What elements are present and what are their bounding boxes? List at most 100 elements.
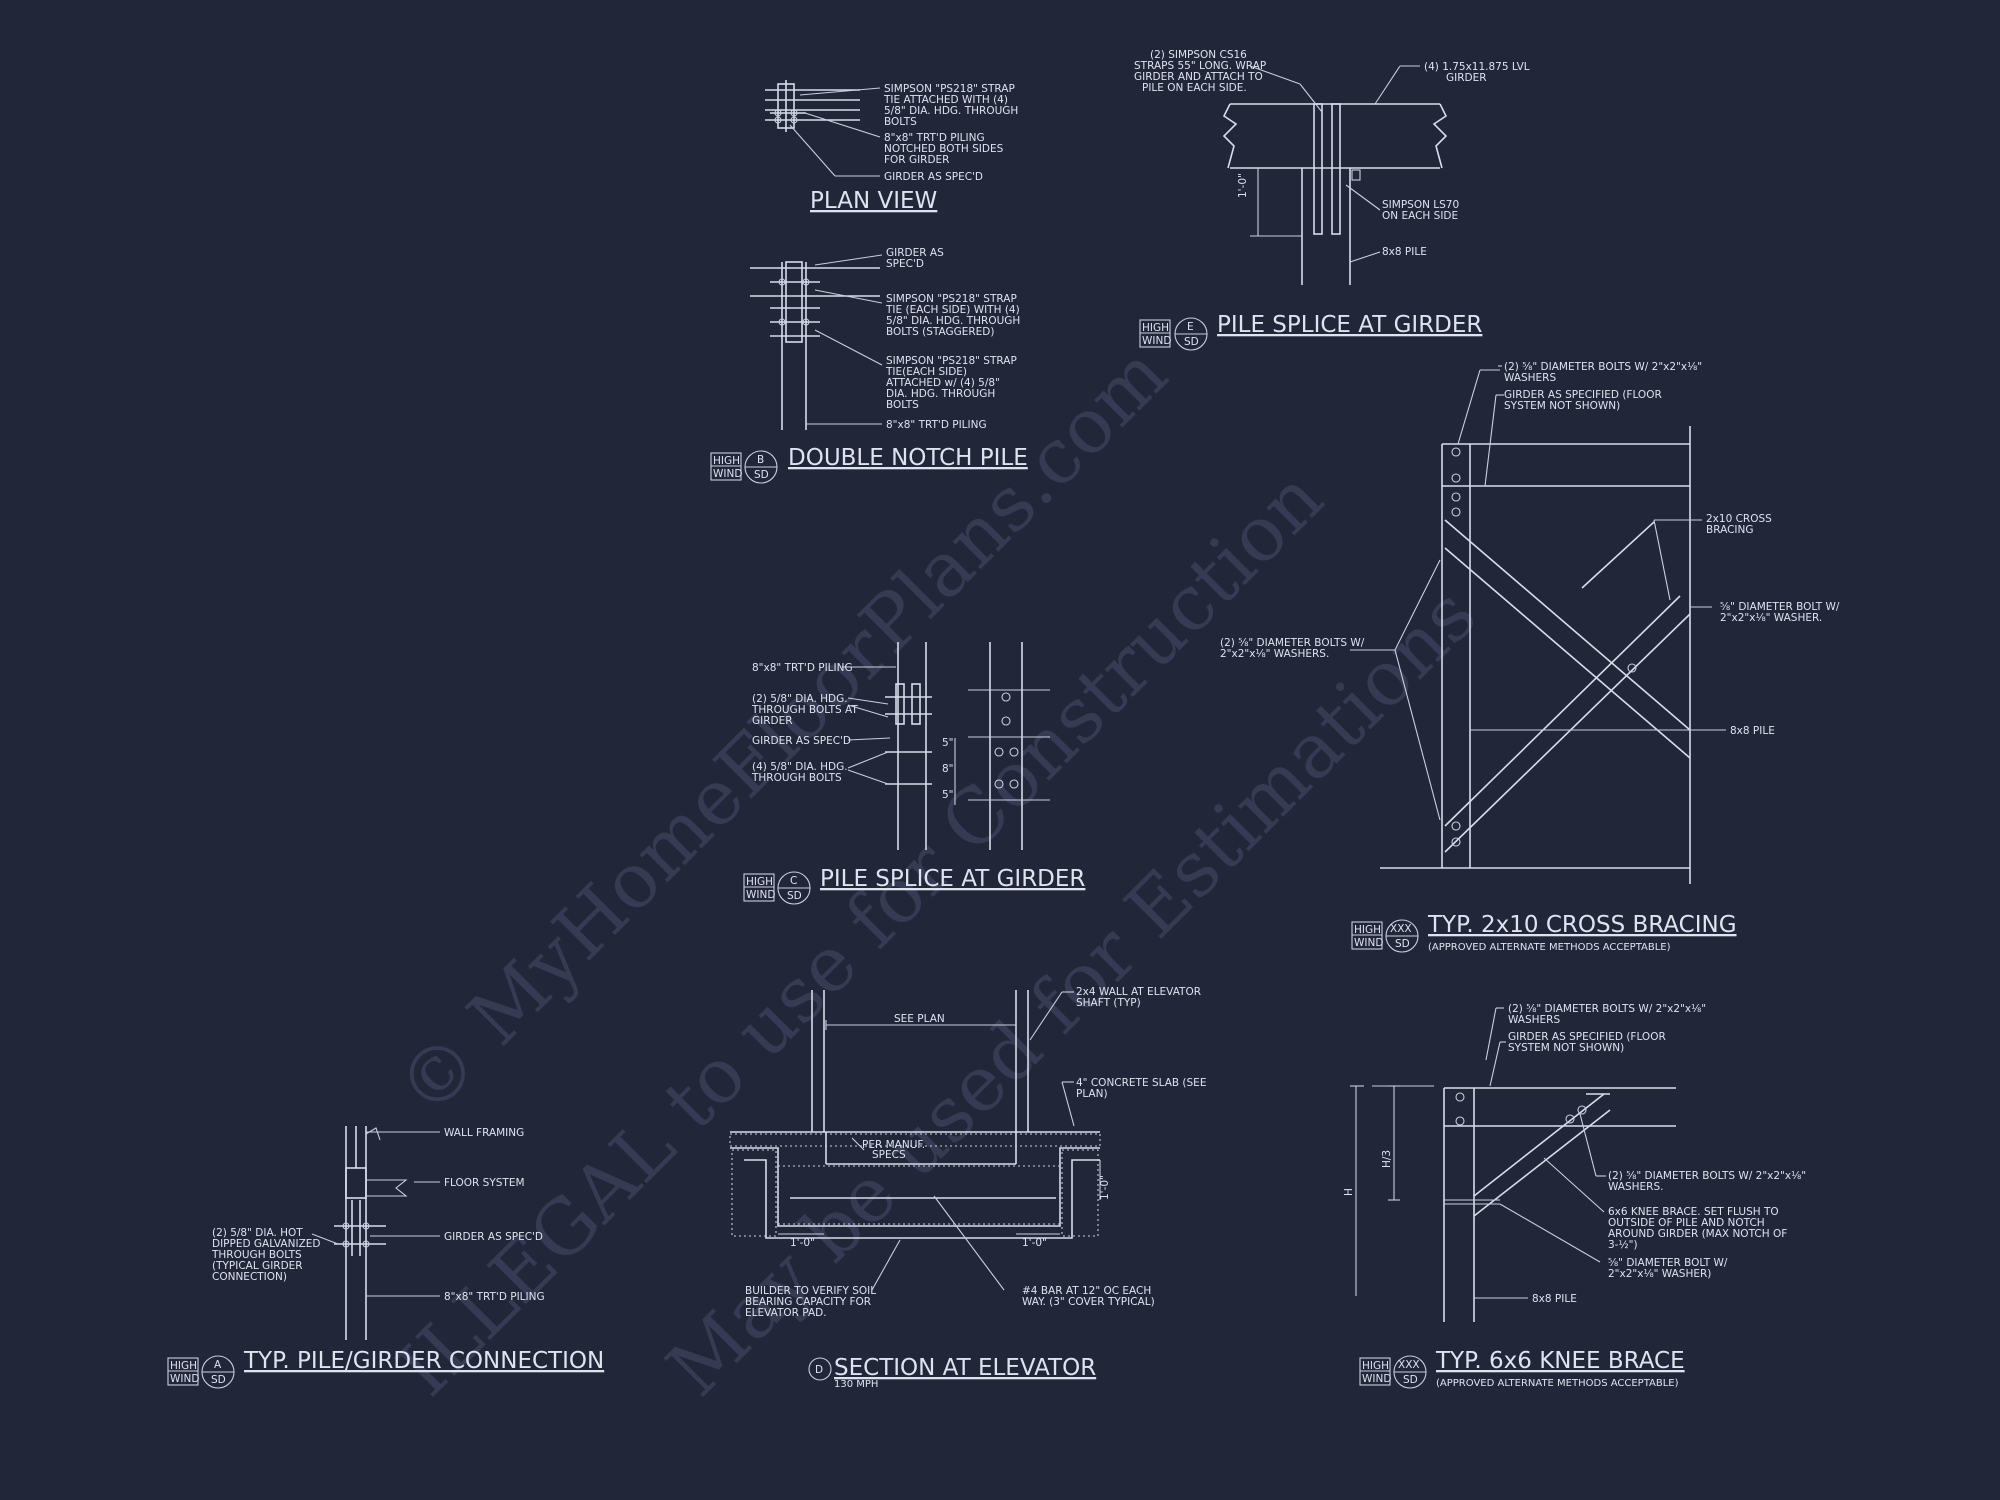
double-notch-title: DOUBLE NOTCH PILE bbox=[788, 445, 1028, 471]
elevator-section-detail: SEE PLAN 1'-0" 1'-0" 1'-0" 2x4 WALL AT E… bbox=[729, 986, 1206, 1390]
note: 8"x8" TRT'D PILING bbox=[752, 662, 853, 674]
pile-splice-c-title: PILE SPLICE AT GIRDER bbox=[820, 866, 1085, 892]
high-label: HIGH bbox=[1354, 924, 1381, 936]
note: GIRDER AS SPEC'D bbox=[884, 171, 983, 183]
note: (2) 5/8" DIA. HOT bbox=[212, 1227, 303, 1239]
dimension: 1'-0" bbox=[1022, 1237, 1047, 1249]
note: 3-½") bbox=[1608, 1239, 1638, 1251]
splice-e-notes: (2) SIMPSON CS16 STRAPS 55" LONG. WRAP G… bbox=[1134, 49, 1530, 258]
note: GIRDER AS SPECIFIED (FLOOR bbox=[1508, 1031, 1666, 1043]
note: WASHERS bbox=[1504, 372, 1556, 384]
high-label: HIGH bbox=[170, 1360, 197, 1372]
elevator-title: SECTION AT ELEVATOR bbox=[834, 1355, 1096, 1381]
note: (2) ⅝" DIAMETER BOLTS W/ 2"x2"x⅛" bbox=[1508, 1003, 1706, 1015]
dimension: 5" bbox=[942, 737, 954, 749]
note: PILE ON EACH SIDE. bbox=[1142, 82, 1247, 94]
note: BEARING CAPACITY FOR bbox=[745, 1296, 871, 1308]
note: (4) 5/8" DIA. HDG. bbox=[752, 761, 848, 773]
dimension: 1'-0" bbox=[1099, 1175, 1111, 1200]
knee-brace-detail: H H/3 (2) ⅝" DIAMETER BOLTS W/ 2"x2"x⅛" … bbox=[1343, 1003, 1806, 1389]
note: ⅝" DIAMETER BOLT W/ bbox=[1720, 601, 1840, 613]
pile-splice-c-detail: 5" 8" 5" 8"x8" TRT'D PILING (2) 5/8" DIA… bbox=[743, 642, 1085, 905]
note: SIMPSON "PS218" STRAP bbox=[886, 355, 1017, 367]
tag-letter: A bbox=[214, 1359, 222, 1371]
pile-splice-e-detail: 1'-0" (2) SIMPSON CS16 STRAPS 55" LONG. … bbox=[1134, 49, 1530, 351]
note: SIMPSON "PS218" STRAP bbox=[884, 83, 1015, 95]
note: SYSTEM NOT SHOWN) bbox=[1504, 400, 1620, 412]
tag-sheet: SD bbox=[787, 890, 802, 902]
note: 8"x8" TRT'D PILING bbox=[444, 1291, 545, 1303]
note: DIPPED GALVANIZED bbox=[212, 1238, 320, 1250]
dimension: SEE PLAN bbox=[894, 1013, 945, 1025]
tag-sheet: SD bbox=[1395, 938, 1410, 950]
note: TIE ATTACHED WITH (4) bbox=[883, 94, 1008, 106]
note: 4" CONCRETE SLAB (SEE bbox=[1076, 1077, 1206, 1089]
wind-label: WIND bbox=[746, 889, 775, 901]
elevator-dims: SEE PLAN 1'-0" 1'-0" 1'-0" bbox=[790, 1013, 1111, 1249]
tag-letter: C bbox=[790, 875, 797, 887]
detail-tag-cross: HIGH WIND XXX SD bbox=[1351, 919, 1419, 953]
note: THROUGH BOLTS bbox=[751, 772, 842, 784]
note: SIMPSON "PS218" STRAP bbox=[886, 293, 1017, 305]
dimension: H bbox=[1343, 1188, 1355, 1196]
tag-letter: E bbox=[1187, 321, 1194, 333]
note: SPEC'D bbox=[886, 258, 924, 270]
double-notch-notes: GIRDER AS SPEC'D SIMPSON "PS218" STRAP T… bbox=[885, 247, 1020, 431]
note: THROUGH BOLTS AT bbox=[751, 704, 858, 716]
note: WALL FRAMING bbox=[444, 1127, 524, 1139]
note: (2) ⅝" DIAMETER BOLTS W/ 2"x2"x⅛" bbox=[1608, 1170, 1806, 1182]
note: 2x10 CROSS bbox=[1706, 513, 1772, 525]
note: GIRDER AS SPEC'D bbox=[752, 735, 851, 747]
note: 8x8 PILE bbox=[1382, 246, 1427, 258]
note: SPECS bbox=[872, 1149, 906, 1161]
note: AROUND GIRDER (MAX NOTCH OF bbox=[1608, 1228, 1787, 1240]
tag-sheet: SD bbox=[1403, 1374, 1418, 1386]
cross-bracing-detail: (2) ⅝" DIAMETER BOLTS W/ 2"x2"x⅛" WASHER… bbox=[1220, 361, 1840, 953]
note: ⅝" DIAMETER BOLT W/ bbox=[1608, 1257, 1728, 1269]
wind-label: WIND bbox=[1142, 335, 1171, 347]
detail-tag-a: HIGH WIND A SD bbox=[167, 1355, 235, 1389]
note: 2x4 WALL AT ELEVATOR bbox=[1076, 986, 1201, 998]
note: BOLTS (STAGGERED) bbox=[886, 326, 994, 338]
elevator-subtitle: 130 MPH bbox=[834, 1379, 878, 1390]
tag-letter: B bbox=[757, 454, 764, 466]
note: 2"x2"x⅛" WASHERS. bbox=[1220, 648, 1329, 660]
tag-letter: XXX bbox=[1398, 1359, 1420, 1371]
note: TIE (EACH SIDE) WITH (4) bbox=[885, 304, 1020, 316]
tag-sheet: SD bbox=[1184, 336, 1199, 348]
wind-label: WIND bbox=[1354, 937, 1383, 949]
note: OUTSIDE OF PILE AND NOTCH bbox=[1608, 1217, 1765, 1229]
note: BOLTS bbox=[884, 116, 917, 128]
tag-letter: XXX bbox=[1390, 923, 1412, 935]
note: ELEVATOR PAD. bbox=[745, 1307, 827, 1319]
note: FOR GIRDER bbox=[884, 154, 949, 166]
pile-girder-title: TYP. PILE/GIRDER CONNECTION bbox=[243, 1348, 604, 1374]
note: 2"x2"x⅛" WASHER. bbox=[1720, 612, 1822, 624]
note: BUILDER TO VERIFY SOIL bbox=[745, 1285, 876, 1297]
note: STRAPS 55" LONG. WRAP bbox=[1134, 60, 1266, 72]
note: 8"x8" TRT'D PILING bbox=[886, 419, 987, 431]
dimension: H/3 bbox=[1381, 1150, 1393, 1168]
note: PLAN) bbox=[1076, 1088, 1108, 1100]
pile-girder-notes: WALL FRAMING FLOOR SYSTEM (2) 5/8" DIA. … bbox=[211, 1127, 545, 1303]
double-notch-pile-detail: GIRDER AS SPEC'D SIMPSON "PS218" STRAP T… bbox=[710, 247, 1028, 484]
tag-letter: D bbox=[815, 1364, 823, 1376]
note: CONNECTION) bbox=[212, 1271, 287, 1283]
dimension: 5" bbox=[942, 789, 954, 801]
note: ON EACH SIDE bbox=[1382, 210, 1458, 222]
knee-brace-subtitle: (APPROVED ALTERNATE METHODS ACCEPTABLE) bbox=[1436, 1378, 1679, 1389]
knee-brace-notes: (2) ⅝" DIAMETER BOLTS W/ 2"x2"x⅛" WASHER… bbox=[1508, 1003, 1806, 1305]
note: 8"x8" TRT'D PILING bbox=[884, 132, 985, 144]
note: (2) 5/8" DIA. HDG. bbox=[752, 693, 848, 705]
knee-brace-dims: H H/3 bbox=[1343, 1150, 1393, 1196]
wind-label: WIND bbox=[1362, 1373, 1391, 1385]
note: SHAFT (TYP) bbox=[1076, 997, 1141, 1009]
note: NOTCHED BOTH SIDES bbox=[884, 143, 1004, 155]
note: (2) ⅝" DIAMETER BOLTS W/ 2"x2"x⅛" bbox=[1504, 361, 1702, 373]
note: FLOOR SYSTEM bbox=[444, 1177, 525, 1189]
plan-view-detail: SIMPSON "PS218" STRAP TIE ATTACHED WITH … bbox=[765, 80, 1018, 214]
wind-label: WIND bbox=[170, 1373, 199, 1385]
note: GIRDER bbox=[752, 715, 793, 727]
pile-girder-detail: WALL FRAMING FLOOR SYSTEM (2) 5/8" DIA. … bbox=[167, 1126, 604, 1389]
note: ATTACHED w/ (4) 5/8" bbox=[886, 377, 1000, 389]
